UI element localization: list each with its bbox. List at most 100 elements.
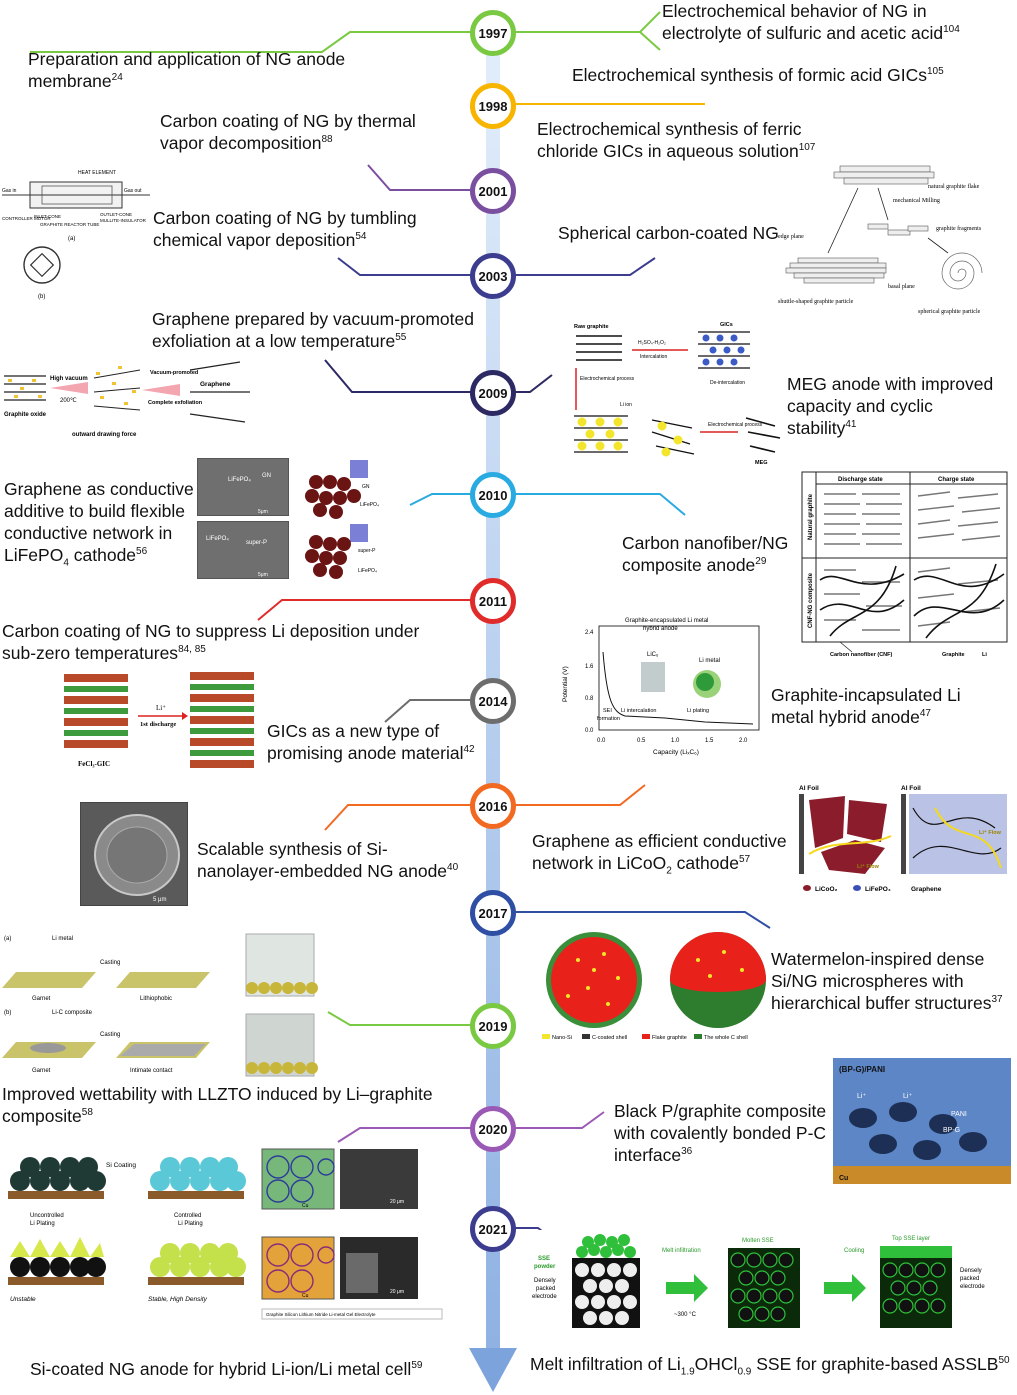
svg-text:Li: Li — [982, 652, 987, 658]
event-2019-llzto: Improved wettability with LLZTO induced … — [2, 1084, 433, 1126]
svg-text:Li Plating: Li Plating — [178, 1221, 203, 1227]
svg-text:Intercalation: Intercalation — [640, 354, 667, 360]
svg-text:Potential (V): Potential (V) — [562, 666, 569, 702]
svg-text:Li-C composite: Li-C composite — [52, 1010, 93, 1016]
svg-text:powder: powder — [534, 1264, 556, 1270]
svg-text:Casting: Casting — [100, 960, 120, 966]
figure-watermelon-spheres: Nano-Si C-coated shell Flake graphite Th… — [538, 930, 768, 1048]
svg-text:formation: formation — [597, 716, 620, 722]
svg-text:(BP-G)/PANI: (BP-G)/PANI — [839, 1065, 885, 1074]
connector-2003-left — [337, 257, 474, 276]
svg-text:Raw graphite: Raw graphite — [574, 324, 609, 330]
svg-text:BP-G: BP-G — [943, 1127, 960, 1134]
svg-text:0.0: 0.0 — [585, 728, 594, 734]
svg-text:Li metal: Li metal — [699, 658, 720, 664]
svg-text:Li Plating: Li Plating — [30, 1221, 55, 1227]
svg-text:Complete exfoliation: Complete exfoliation — [148, 400, 203, 406]
svg-text:Lithiophobic: Lithiophobic — [140, 996, 172, 1002]
connector-2011-left — [257, 599, 474, 621]
connector-2009-right — [512, 374, 553, 393]
svg-text:Charge state: Charge state — [938, 477, 975, 483]
event-2014-gics-anode: GICs as a new type of promising anode ma… — [267, 721, 475, 763]
svg-text:Cu: Cu — [302, 1203, 309, 1209]
svg-text:Al Foil: Al Foil — [901, 785, 921, 792]
svg-text:spherical graphite particle: spherical graphite particle — [918, 309, 981, 315]
svg-text:super-P: super-P — [246, 540, 267, 546]
svg-text:Li⁺: Li⁺ — [903, 1093, 912, 1100]
svg-text:5 μm: 5 μm — [153, 897, 166, 903]
svg-text:Melt infiltration: Melt infiltration — [662, 1248, 701, 1254]
svg-text:GN: GN — [362, 484, 370, 490]
connector-2009-left — [324, 359, 474, 393]
year-node-2003: 2003 — [470, 253, 516, 299]
svg-text:Cu: Cu — [839, 1175, 848, 1182]
svg-text:PANI: PANI — [951, 1111, 967, 1118]
year-node-2019: 2019 — [470, 1003, 516, 1049]
svg-text:mechanical Milling: mechanical Milling — [893, 198, 940, 204]
svg-text:Graphene: Graphene — [200, 381, 231, 388]
svg-text:200℃: 200℃ — [60, 398, 77, 404]
timeline-arrowhead — [469, 1348, 517, 1392]
figure-si-coated-ng: Si Coating Uncontrolled Li Plating Contr… — [0, 1145, 445, 1351]
svg-text:Uncontrolled: Uncontrolled — [30, 1213, 64, 1219]
connector-1997-right2 — [639, 31, 661, 51]
connector-2003-right — [512, 257, 656, 276]
svg-text:Garnet: Garnet — [32, 996, 51, 1002]
event-2016-si-nanolayer: Scalable synthesis of Si-nanolayer-embed… — [197, 839, 459, 881]
year-node-2001: 2001 — [470, 168, 516, 214]
svg-text:outward drawing force: outward drawing force — [72, 432, 137, 438]
year-node-2020: 2020 — [470, 1106, 516, 1152]
event-2010-cnf-ng: Carbon nanofiber/NG composite anode29 — [622, 533, 789, 575]
svg-text:LiFePO₄: LiFePO₄ — [360, 502, 379, 508]
svg-text:H₂SO₄-H₂O₂: H₂SO₄-H₂O₂ — [638, 340, 666, 346]
connector-2010-right — [409, 493, 474, 506]
svg-text:electrode: electrode — [532, 1294, 557, 1300]
year-node-2010: 2010 — [470, 472, 516, 518]
event-2009-graphene-exfoliation: Graphene prepared by vacuum-promoted exf… — [152, 309, 474, 351]
svg-text:Graphite Silicon Lithium Nit: Graphite Silicon Lithium Nitride Li-meta… — [266, 1312, 376, 1317]
svg-text:Li intercalation: Li intercalation — [621, 708, 656, 714]
svg-text:2.0: 2.0 — [739, 738, 748, 744]
svg-text:Stable, High Density: Stable, High Density — [148, 1296, 208, 1303]
year-node-1997: 1997 — [470, 10, 516, 56]
connector-2016-left — [324, 804, 474, 831]
svg-text:GN: GN — [262, 473, 271, 479]
connector-2019-left — [327, 1011, 474, 1026]
svg-text:Al Foil: Al Foil — [799, 785, 819, 792]
svg-text:Densely: Densely — [534, 1278, 556, 1284]
year-node-2011: 2011 — [470, 578, 516, 624]
figure-lfp-schematic: GN LiFePO₄ super-P LiFePO₄ — [300, 458, 390, 582]
svg-text:Molten SSE: Molten SSE — [742, 1238, 774, 1244]
svg-text:Graphite oxide: Graphite oxide — [4, 412, 47, 418]
svg-text:The whole C shell: The whole C shell — [704, 1035, 748, 1041]
svg-text:1.0: 1.0 — [671, 738, 680, 744]
svg-text:Graphite: Graphite — [942, 652, 965, 658]
figure-llzto-casting: (a) Li metal Casting Garnet Lithiophobic… — [0, 930, 318, 1082]
svg-text:5μm: 5μm — [258, 572, 268, 578]
svg-text:1st discharge: 1st discharge — [140, 721, 176, 728]
figure-hybrid-anode-curve: Graphite-encapsulated Li metal hybrid an… — [555, 612, 767, 770]
svg-text:(b): (b) — [38, 294, 45, 300]
svg-text:INLET-CONE: INLET-CONE — [34, 214, 61, 219]
svg-text:Li⁺ Flow: Li⁺ Flow — [857, 863, 880, 870]
svg-text:Capacity (LiₓC₆): Capacity (LiₓC₆) — [653, 749, 699, 756]
svg-text:electrode: electrode — [960, 1284, 985, 1290]
svg-text:Li⁺: Li⁺ — [857, 1093, 866, 1100]
svg-text:0.0: 0.0 — [597, 738, 606, 744]
event-2011-subzero-coating: Carbon coating of NG to suppress Li depo… — [2, 621, 420, 663]
svg-text:20 μm: 20 μm — [390, 1199, 404, 1205]
year-node-2009: 2009 — [470, 370, 516, 416]
connector-2017-right — [512, 911, 771, 929]
svg-text:MULLITE-INSULATOR: MULLITE-INSULATOR — [100, 218, 147, 223]
svg-text:Gas out: Gas out — [124, 188, 142, 194]
svg-text:natural graphite flake: natural graphite flake — [928, 183, 980, 190]
year-node-2014: 2014 — [470, 678, 516, 724]
event-2021-si-coated: Si-coated NG anode for hybrid Li-ion/Li … — [30, 1359, 423, 1379]
svg-text:Densely: Densely — [960, 1268, 982, 1274]
svg-text:0.8: 0.8 — [585, 696, 594, 702]
event-1997-ng-membrane: Preparation and application of NG anode … — [28, 49, 346, 91]
figure-spherical-graphite: natural graphite flake mechanical Millin… — [778, 158, 1008, 318]
figure-melt-infiltration: SSE powder Densely packed electrode Melt… — [532, 1230, 1014, 1350]
connector-2020-right — [512, 1111, 605, 1129]
event-1997-formic-gic: Electrochemical synthesis of formic acid… — [572, 65, 944, 85]
